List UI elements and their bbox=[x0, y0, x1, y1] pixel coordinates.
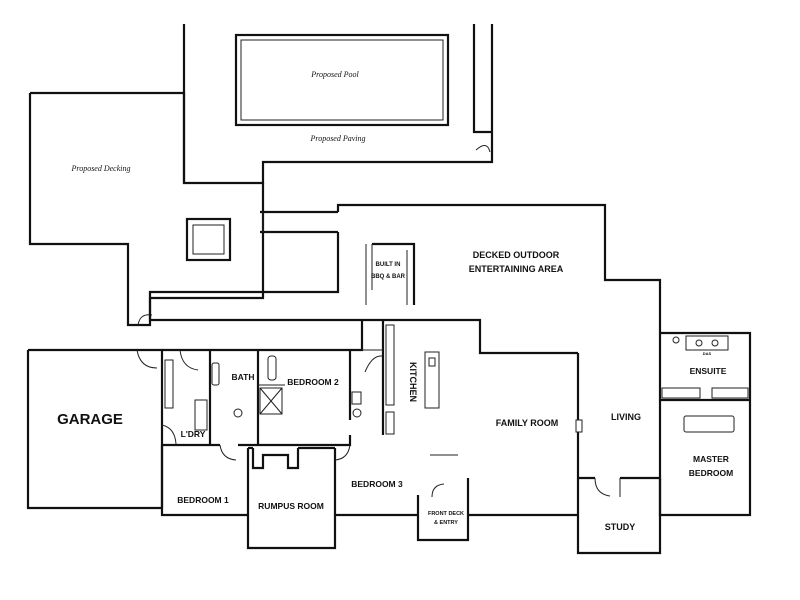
pool-area bbox=[182, 24, 494, 185]
family-room-area bbox=[424, 351, 583, 515]
label-living: LIVING bbox=[611, 412, 641, 422]
label-bath: BATH bbox=[232, 372, 255, 382]
label-front-deck: FRONT DECK bbox=[428, 511, 464, 517]
label-proposed-pool: Proposed Pool bbox=[310, 70, 359, 79]
label-master: MASTER bbox=[693, 454, 729, 464]
front-rooms bbox=[160, 444, 578, 550]
label-bbq-bar: BBQ & BAR bbox=[371, 274, 406, 280]
label-built-in: BUILT IN bbox=[376, 262, 401, 268]
connector bbox=[260, 210, 338, 234]
label-study: STUDY bbox=[605, 522, 636, 532]
label-rumpus-room: RUMPUS ROOM bbox=[258, 501, 324, 511]
label-entry: & ENTRY bbox=[434, 520, 458, 526]
label-garage: GARAGE bbox=[57, 411, 123, 428]
label-bedroom-3: BEDROOM 3 bbox=[351, 479, 403, 489]
decking-area bbox=[28, 91, 265, 327]
label-kitchen: KITCHEN bbox=[408, 362, 418, 402]
label-entertaining-area: ENTERTAINING AREA bbox=[469, 264, 564, 274]
label-proposed-decking: Proposed Decking bbox=[70, 164, 130, 173]
outdoor-entertaining bbox=[148, 203, 662, 355]
label-vanity-tag: DAS bbox=[703, 351, 712, 356]
label-ensuite: ENSUITE bbox=[690, 366, 727, 376]
master-wing bbox=[576, 331, 752, 555]
label-laundry: L'DRY bbox=[181, 429, 206, 439]
label-master-bedroom: BEDROOM bbox=[689, 468, 733, 478]
garage-room bbox=[26, 348, 164, 510]
label-family-room: FAMILY ROOM bbox=[496, 418, 559, 428]
label-proposed-paving: Proposed Paving bbox=[309, 134, 365, 143]
label-bedroom-2: BEDROOM 2 bbox=[287, 377, 339, 387]
service-wing bbox=[161, 320, 395, 461]
label-bedroom-1: BEDROOM 1 bbox=[177, 495, 229, 505]
label-decked-outdoor: DECKED OUTDOOR bbox=[473, 250, 560, 260]
